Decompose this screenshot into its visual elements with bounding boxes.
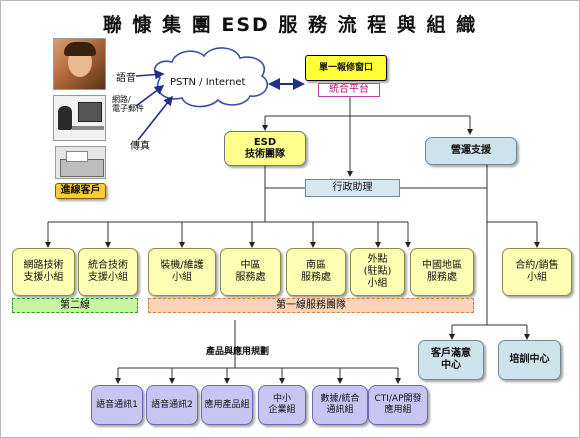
cloud-label: PSTN / Internet xyxy=(170,77,246,88)
unit-network-tech: 網路技術 支援小組 xyxy=(12,248,75,296)
unit-contract-sales: 合約/銷售 小組 xyxy=(502,248,572,296)
fax-machine-photo xyxy=(55,146,106,179)
cloud-shape xyxy=(154,47,268,108)
unit-central-office: 中區 服務處 xyxy=(220,248,281,296)
product-planning-label: 產品與應用規劃 xyxy=(206,347,270,357)
customer-satisfaction-box: 客戶滿意 中心 xyxy=(418,340,484,380)
product-voice-1: 語音通訊1 xyxy=(91,385,143,425)
ops-support-box: 營運支援 xyxy=(425,137,517,165)
training-center-box: 培訓中心 xyxy=(498,340,561,380)
unit-integrated-tech: 統合技術 支援小組 xyxy=(78,248,138,296)
product-voice-2: 語音通訊2 xyxy=(146,385,198,425)
unit-south-office: 南區 服務處 xyxy=(286,248,346,296)
page-title: 聯 慷 集 團 ESD 服 務 流 程 與 組 織 xyxy=(102,14,478,36)
product-sme: 中小 企業組 xyxy=(258,385,306,425)
voice-label: 語音 xyxy=(116,73,136,84)
unit-onsite-team: 外點 (駐點) 小組 xyxy=(350,248,405,296)
second-line-label: 第二線 xyxy=(12,298,138,313)
admin-assistant-box: 行政助理 xyxy=(305,179,400,197)
unified-platform-box: 統合平台 xyxy=(318,83,380,97)
product-cti-ap: CTI/AP開發 應用組 xyxy=(368,385,428,425)
unit-china-office: 中國地區 服務處 xyxy=(410,248,474,296)
first-line-team-label: 第一線服務團隊 xyxy=(148,298,474,313)
product-data-unified: 數據/統合 通訊組 xyxy=(312,385,368,425)
customer-label: 進線客戶 xyxy=(55,183,106,199)
product-application: 應用產品組 xyxy=(201,385,253,425)
phone-customer-photo xyxy=(53,38,106,90)
computer-user-photo xyxy=(53,95,106,141)
fax-label: 傳真 xyxy=(130,141,150,152)
esd-team-box: ESD 技術團隊 xyxy=(224,131,306,166)
unit-install-maintenance: 裝機/維護 小組 xyxy=(148,248,216,296)
email-label: 網路/ 電子郵件 xyxy=(112,95,144,113)
repair-window-box: 單一報修窗口 xyxy=(305,55,387,81)
